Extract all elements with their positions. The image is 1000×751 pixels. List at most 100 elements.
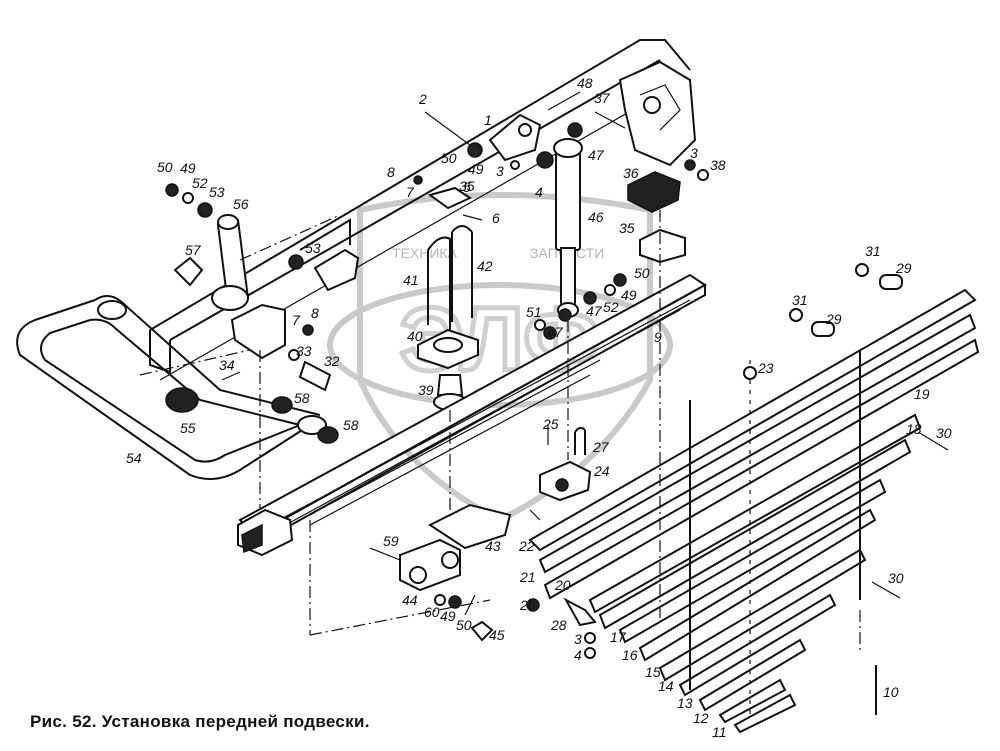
callout-29: 29	[895, 260, 912, 276]
callout-35: 35	[619, 220, 635, 236]
shock-absorber	[553, 138, 583, 318]
callout-2: 2	[418, 91, 427, 107]
callout-3: 3	[574, 631, 582, 647]
callout-12: 12	[693, 710, 709, 726]
watermark-text-left: ТЕХНИКА	[392, 245, 458, 261]
watermark-shield	[357, 192, 653, 524]
callout-18: 18	[906, 421, 922, 437]
callout-36: 36	[623, 165, 639, 181]
callout-10: 10	[883, 684, 899, 700]
callout-48: 48	[577, 75, 593, 91]
u-bolt	[427, 225, 473, 330]
callout-5: 5	[463, 179, 471, 195]
callout-47: 47	[547, 324, 564, 340]
callout-6: 6	[492, 210, 500, 226]
callout-32: 32	[324, 353, 340, 369]
callout-58: 58	[294, 390, 310, 406]
callout-1: 1	[484, 112, 492, 128]
callout-4: 4	[574, 647, 582, 663]
callout-31: 31	[792, 292, 808, 308]
callout-49: 49	[621, 287, 637, 303]
callout-50: 50	[634, 265, 650, 281]
figure-caption: Рис. 52. Установка передней подвески.	[30, 712, 370, 731]
callout-7: 7	[406, 184, 415, 200]
callout-21: 21	[519, 569, 536, 585]
callout-45: 45	[489, 627, 505, 643]
stabilizer-bar	[16, 295, 339, 480]
callout-49: 49	[440, 608, 456, 624]
callout-17: 17	[610, 629, 627, 645]
callout-7: 7	[292, 312, 301, 328]
callout-31: 31	[865, 243, 881, 259]
callout-55: 55	[180, 420, 196, 436]
callout-35: 35	[459, 178, 475, 194]
callout-3: 3	[496, 163, 504, 179]
callout-43: 43	[485, 538, 501, 554]
callout-34: 34	[219, 357, 235, 373]
shock-upper-bracket	[488, 113, 542, 162]
callout-47: 47	[586, 303, 603, 319]
callout-52: 52	[192, 175, 208, 191]
callout-3: 3	[690, 145, 698, 161]
small-hardware	[165, 91, 949, 715]
callout-37: 37	[594, 90, 611, 106]
callout-27: 27	[592, 439, 610, 455]
callout-57: 57	[185, 242, 202, 258]
callout-56: 56	[233, 196, 249, 212]
callout-11: 11	[712, 724, 727, 740]
watermark-ellipse	[327, 282, 673, 408]
callout-16: 16	[622, 647, 638, 663]
spring-pad	[417, 328, 479, 411]
callout-15: 15	[645, 664, 661, 680]
callout-38: 38	[710, 157, 726, 173]
callout-25: 25	[542, 416, 559, 432]
callout-49: 49	[468, 161, 484, 177]
spring-clip	[539, 426, 592, 502]
callout-49: 49	[180, 160, 196, 176]
rubber-buffers	[427, 171, 686, 264]
callout-26: 26	[519, 597, 536, 613]
callout-23: 23	[757, 360, 774, 376]
callout-60: 60	[424, 604, 440, 620]
callout-33: 33	[296, 343, 312, 359]
leader-lines	[139, 210, 861, 650]
leaf-stack-exploded	[528, 288, 980, 734]
callout-14: 14	[658, 678, 674, 694]
callout-53: 53	[209, 184, 225, 200]
callout-9: 9	[654, 329, 662, 345]
callout-54: 54	[126, 450, 142, 466]
callout-labels: 1 2 3 3 3 4 4 5 6 7 7 8 8 9 10 11 12 13 …	[126, 75, 952, 740]
callout-46: 46	[588, 209, 604, 225]
callout-50: 50	[157, 159, 173, 175]
callout-50: 50	[456, 617, 472, 633]
stabilizer-link	[211, 214, 360, 360]
callout-30: 30	[888, 570, 904, 586]
callout-8: 8	[387, 164, 395, 180]
callout-20: 20	[554, 577, 571, 593]
callout-28: 28	[550, 617, 567, 633]
callout-24: 24	[593, 463, 610, 479]
callout-39: 39	[418, 382, 434, 398]
callout-58: 58	[343, 417, 359, 433]
callout-41: 41	[403, 272, 419, 288]
callout-13: 13	[677, 695, 693, 711]
leaf-spring-assembly	[237, 273, 707, 557]
callout-44: 44	[402, 592, 418, 608]
front-spring-bracket	[618, 60, 697, 167]
callout-53: 53	[305, 240, 321, 256]
callout-19: 19	[914, 386, 930, 402]
callout-42: 42	[477, 258, 493, 274]
callout-40: 40	[407, 328, 423, 344]
callout-4: 4	[535, 184, 543, 200]
callout-59: 59	[383, 533, 399, 549]
callout-47: 47	[588, 147, 605, 163]
callout-52: 52	[603, 299, 619, 315]
callout-8: 8	[311, 305, 319, 321]
callout-51: 51	[526, 304, 542, 320]
callout-50: 50	[441, 150, 457, 166]
watermark: ТЕХНИКА ЗАПЧАСТИ ЭЛФ	[327, 192, 673, 524]
callout-29: 29	[825, 311, 842, 327]
callout-22: 22	[518, 538, 535, 554]
